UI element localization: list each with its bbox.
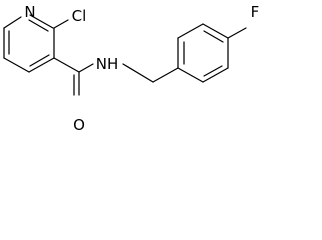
bond-c6-n1 <box>3 16 22 29</box>
atom-label-chlorine: Cl <box>72 7 87 25</box>
bond-nh-ch2 <box>122 63 154 83</box>
bond-inner-n1-c2 <box>28 19 49 32</box>
bond-ring2-a <box>177 67 204 83</box>
bond-ring2-inner-b <box>203 30 224 43</box>
bond-c3-carbonyl <box>53 57 80 73</box>
atom-label-pyridine-n: N <box>24 3 35 21</box>
chemical-structure-diagram: N Cl NH O F <box>3 3 260 134</box>
bond-c3-c4 <box>28 57 55 73</box>
bond-ring2-inner-a <box>203 65 223 77</box>
bond-inner-c3-c4 <box>29 54 50 67</box>
atom-label-carbonyl-o: O <box>73 116 85 134</box>
bond-c2-cl <box>53 19 69 29</box>
bond-carbonyl-nh <box>78 63 94 73</box>
bond-ring2-e <box>177 23 204 39</box>
fluorophenyl-ring <box>177 23 229 83</box>
pyridine-ring <box>3 14 55 73</box>
atom-label-amide-nh: NH <box>96 55 119 73</box>
bond-c4-c5 <box>3 57 30 73</box>
atom-label-fluorine: F <box>251 3 260 21</box>
bond-ring2-b <box>202 67 229 83</box>
bond-c4-f <box>227 27 247 39</box>
bond-ch2-ring <box>152 67 179 83</box>
bond-n1-c2 <box>29 14 54 29</box>
bond-ring2-d <box>202 23 229 39</box>
